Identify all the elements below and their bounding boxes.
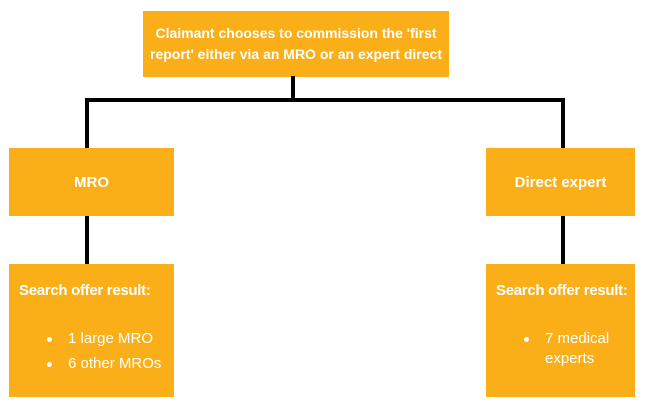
node-direct-expert-label: Direct expert	[514, 173, 607, 191]
connector-root-stem	[291, 76, 295, 102]
result-box-mro: Search offer result: 1 large MRO 6 other…	[9, 264, 174, 397]
connector-drop-to-mro	[85, 98, 89, 148]
node-claimant-chooses-label-line1: Claimant chooses to commission the 'firs…	[155, 25, 437, 41]
list-item-text: 6 other MROs	[68, 355, 162, 372]
list-item-text: 1 large MRO	[68, 330, 154, 347]
list-item: 1 large MRO	[19, 329, 168, 349]
node-mro: MRO	[9, 148, 174, 216]
connector-mro-to-result	[85, 216, 89, 264]
bullet-icon	[47, 362, 52, 367]
node-claimant-chooses-label-line2: report' either via an MRO or an expert d…	[150, 46, 442, 62]
bullet-icon	[524, 337, 529, 342]
connector-direct-to-result	[561, 216, 565, 264]
list-item: 7 medical experts	[496, 329, 629, 369]
node-mro-label: MRO	[74, 173, 109, 191]
result-list-direct-expert: 7 medical experts	[496, 329, 629, 369]
connector-drop-to-direct	[561, 98, 565, 148]
list-item: 6 other MROs	[19, 354, 168, 374]
node-direct-expert: Direct expert	[486, 148, 635, 216]
bullet-icon	[47, 337, 52, 342]
node-claimant-chooses: Claimant chooses to commission the 'firs…	[143, 11, 449, 77]
connector-branch-bar	[85, 98, 565, 102]
node-claimant-chooses-label: Claimant chooses to commission the 'firs…	[150, 23, 442, 65]
result-heading-mro: Search offer result:	[19, 282, 151, 299]
result-heading-direct-expert: Search offer result:	[496, 282, 628, 299]
result-list-mro: 1 large MRO 6 other MROs	[19, 329, 168, 374]
list-item-text: 7 medical experts	[545, 330, 610, 367]
result-box-direct-expert: Search offer result: 7 medical experts	[486, 264, 635, 397]
